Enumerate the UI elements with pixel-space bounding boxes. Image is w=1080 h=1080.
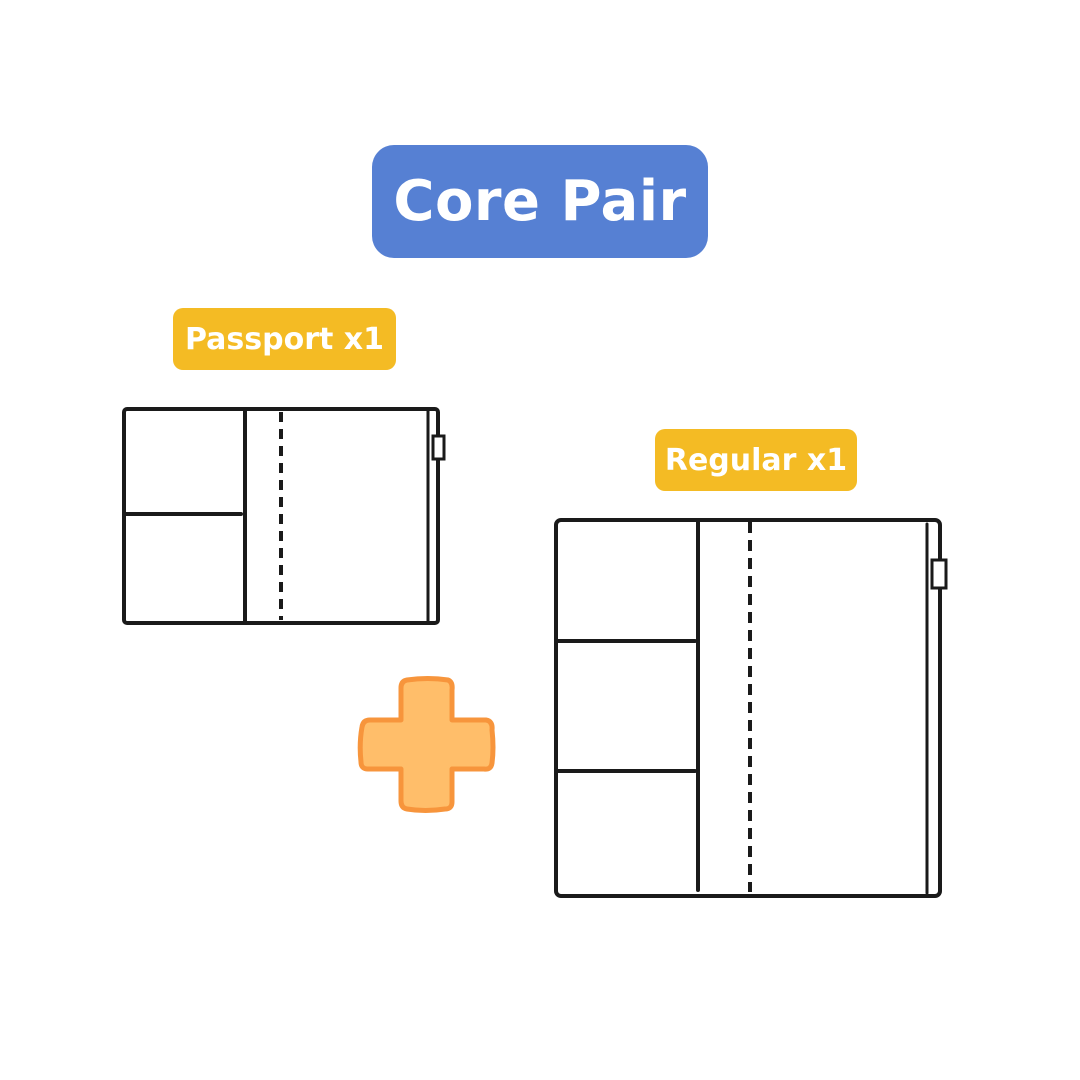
regular-outline: [554, 518, 942, 898]
passport-clip-icon: [431, 434, 446, 461]
passport-label: Passport x1: [173, 308, 396, 370]
passport-cover-icon: [122, 407, 446, 625]
regular-label: Regular x1: [655, 429, 857, 491]
passport-outline: [122, 407, 440, 625]
title-badge: Core Pair: [372, 145, 708, 258]
regular-clip-icon: [930, 558, 948, 590]
plus-icon: [357, 676, 496, 813]
regular-cover-icon: [554, 518, 948, 898]
